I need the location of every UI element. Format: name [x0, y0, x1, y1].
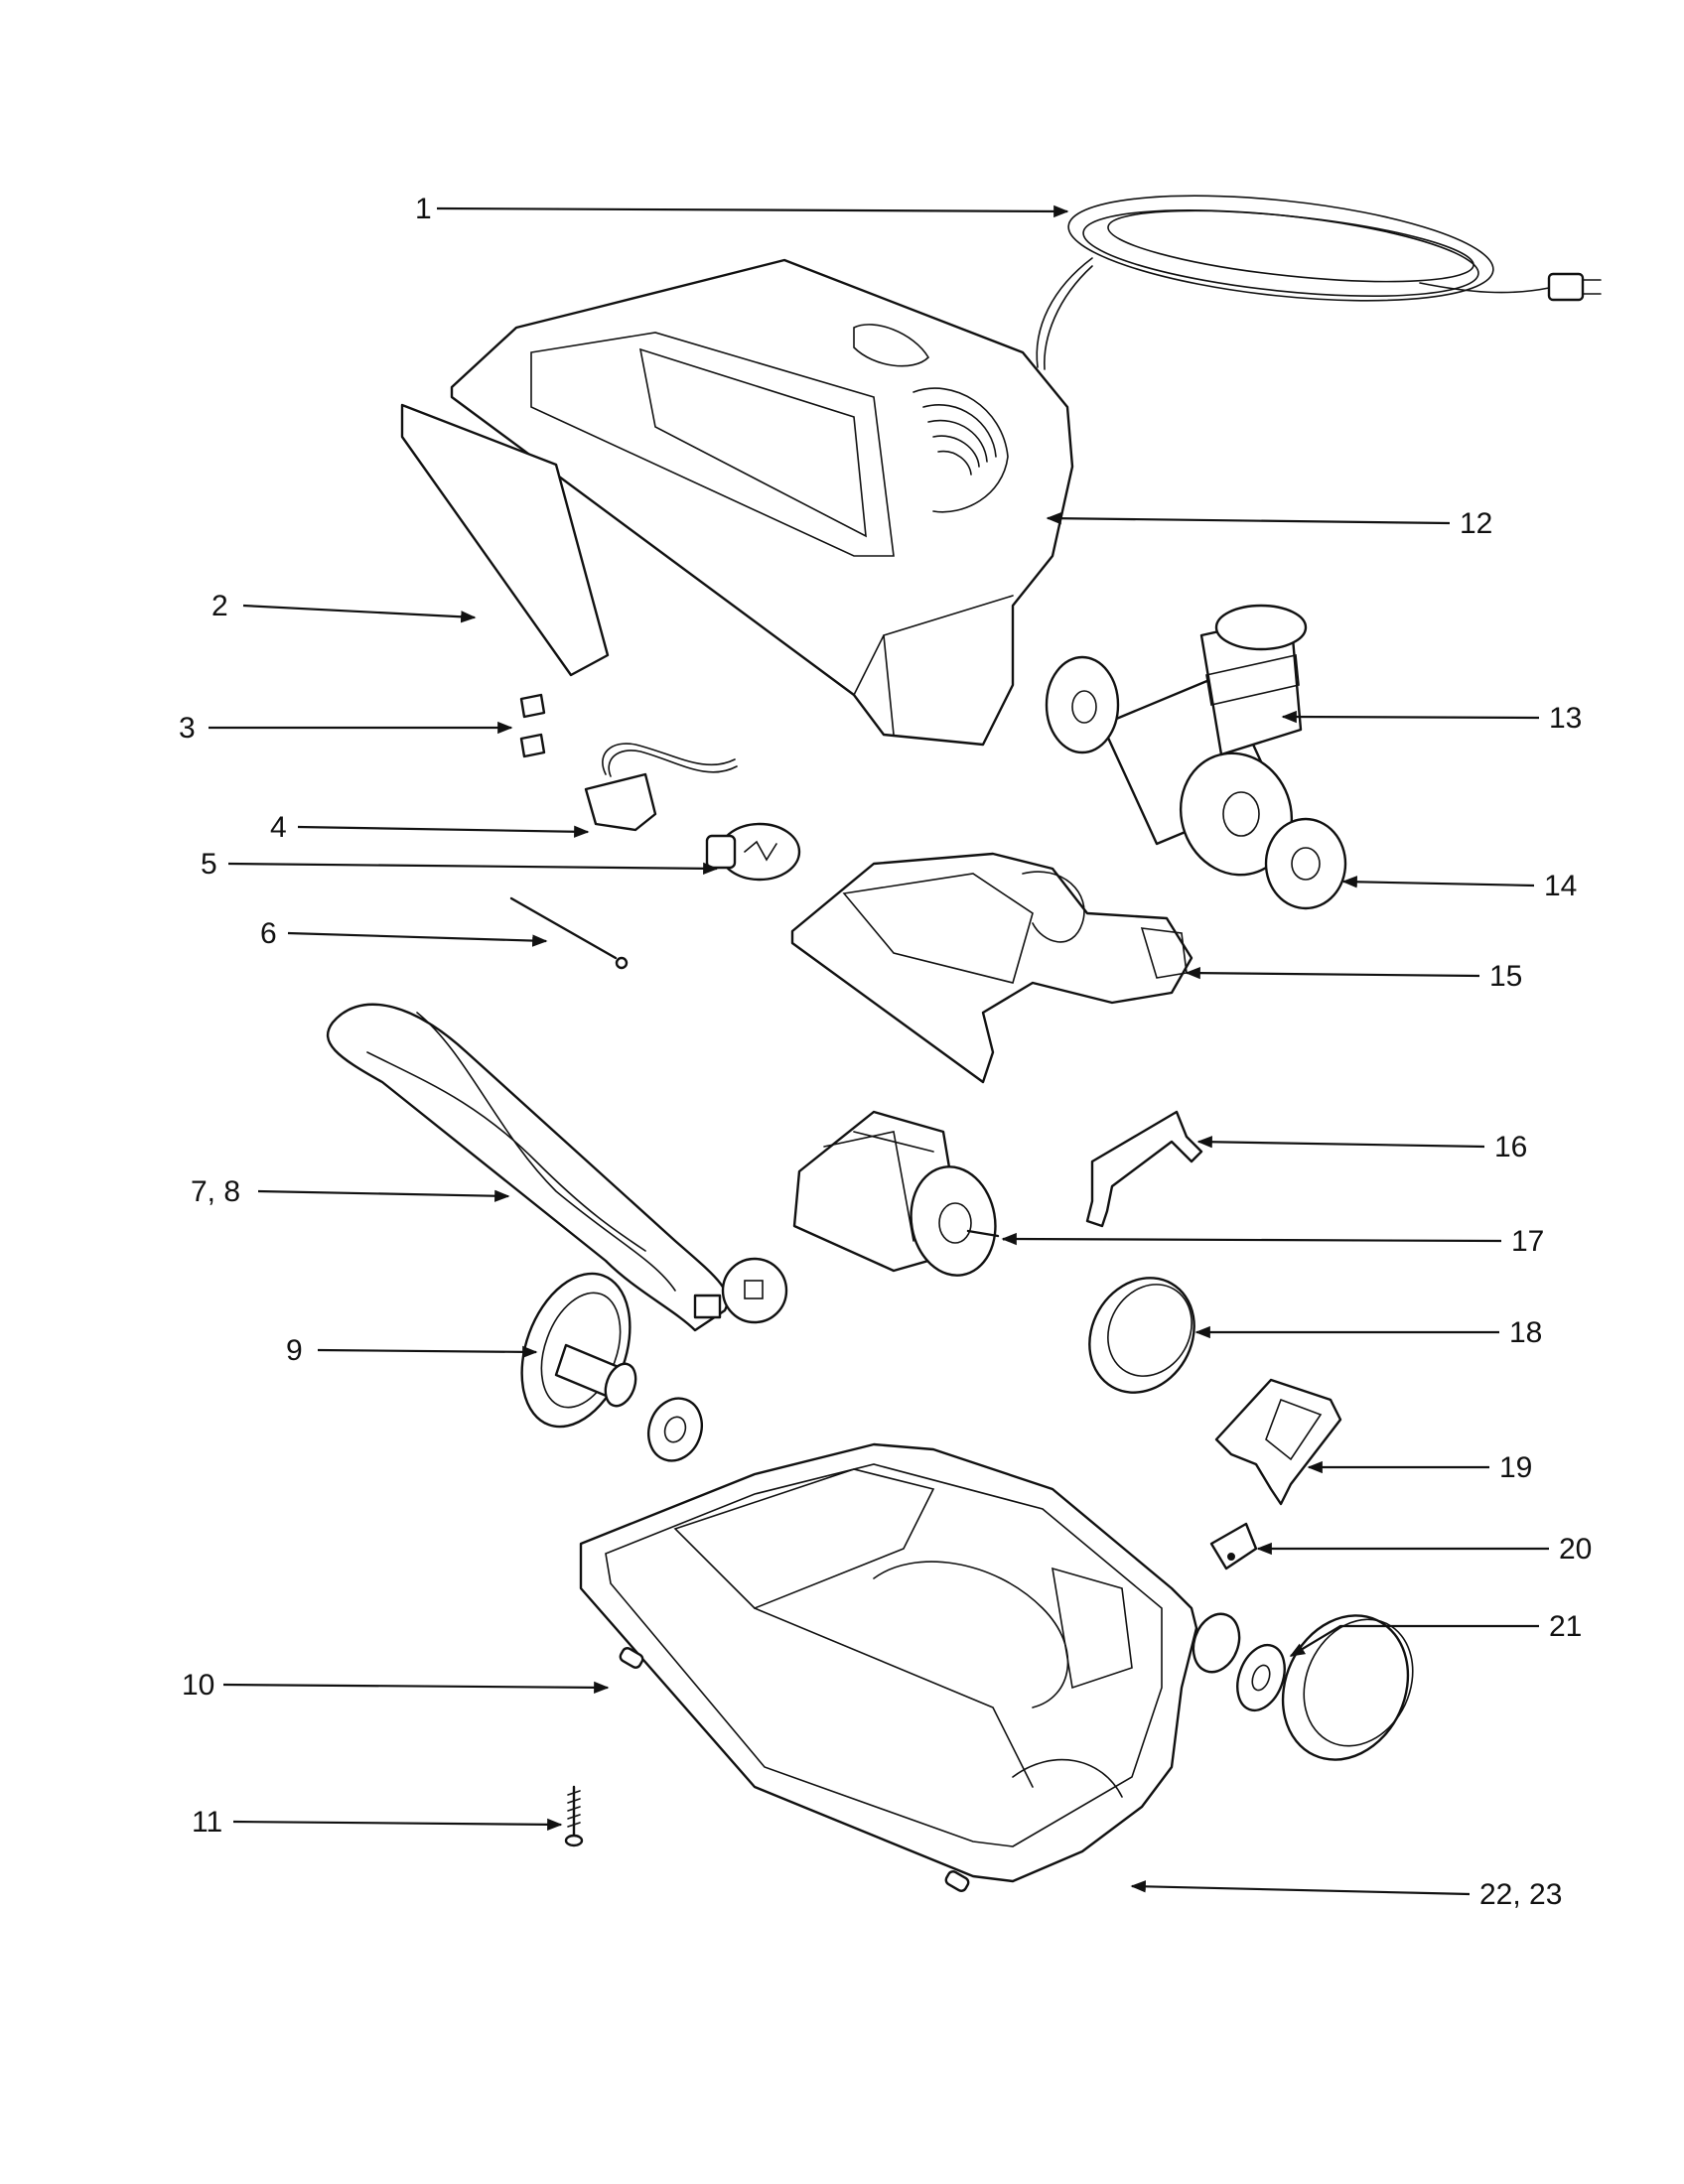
callout-10: 10 — [182, 1669, 214, 1702]
callout-7-8: 7, 8 — [191, 1175, 240, 1208]
front-wheel-part — [1281, 1614, 1414, 1761]
wheel-washer-part — [647, 1397, 703, 1462]
leader-1 — [436, 205, 1069, 218]
leader-14 — [1341, 876, 1535, 888]
light-lens-caps-part — [519, 693, 546, 758]
hood-cover-part — [450, 258, 1074, 747]
power-cord-part — [1036, 195, 1602, 370]
connector-rod-part — [509, 896, 629, 970]
leader-12 — [1046, 512, 1451, 525]
base-housing-part — [579, 1442, 1241, 1892]
callout-3: 3 — [179, 712, 196, 745]
callout-22-23: 22, 23 — [1479, 1878, 1562, 1911]
height-adjust-latch-part — [1214, 1378, 1342, 1506]
leader-lines — [209, 205, 1549, 1896]
callout-1: 1 — [415, 193, 432, 225]
leader-15 — [1185, 966, 1480, 980]
callout-11: 11 — [192, 1806, 222, 1839]
callout-21: 21 — [1549, 1610, 1582, 1643]
lamp-socket-part — [584, 743, 738, 832]
leader-11 — [232, 1818, 563, 1832]
motor-part — [792, 1110, 1000, 1277]
callout-6: 6 — [260, 917, 277, 950]
rear-wheel-part — [520, 1272, 637, 1429]
leader-5 — [227, 862, 719, 876]
belt-guard-bracket-part — [1085, 1110, 1203, 1228]
callout-5: 5 — [201, 848, 217, 881]
leader-9 — [317, 1345, 538, 1359]
leader-16 — [1196, 1136, 1485, 1149]
callout-12: 12 — [1460, 507, 1492, 540]
leader-22 — [1130, 1880, 1471, 1896]
callout-13: 13 — [1549, 702, 1582, 735]
leader-10 — [222, 1681, 610, 1695]
light-bulb-part — [705, 822, 801, 882]
leader-4 — [297, 825, 590, 838]
callout-9: 9 — [286, 1334, 303, 1367]
brushroll-part — [327, 1003, 788, 1332]
leader-7 — [257, 1189, 510, 1202]
callout-20: 20 — [1559, 1533, 1592, 1566]
nozzle-top-plate-part — [790, 852, 1193, 1084]
callout-17: 17 — [1511, 1225, 1544, 1258]
leader-6 — [287, 931, 548, 947]
front-wheel-washer-part — [1236, 1643, 1286, 1712]
latch-plate-part — [1209, 1522, 1258, 1570]
neck-washer-part — [1264, 817, 1347, 910]
callout-19: 19 — [1499, 1451, 1532, 1484]
leader-2 — [242, 604, 477, 623]
bumper-strip-part — [400, 403, 610, 677]
leader-13 — [1281, 710, 1540, 724]
belt-ring-part — [1088, 1277, 1195, 1394]
callout-14: 14 — [1544, 870, 1577, 902]
callout-4: 4 — [270, 811, 287, 844]
callout-2: 2 — [211, 590, 228, 622]
callout-18: 18 — [1509, 1316, 1542, 1349]
leader-17 — [1001, 1232, 1502, 1246]
swivel-neck-part — [1045, 604, 1308, 877]
callout-16: 16 — [1494, 1131, 1527, 1163]
callout-labels: 1 2 3 4 5 6 7, 8 9 10 11 12 13 14 15 16 … — [179, 193, 1592, 1911]
screw-part — [564, 1785, 584, 1847]
leader-21 — [1289, 1624, 1539, 1657]
callout-15: 15 — [1489, 960, 1522, 993]
